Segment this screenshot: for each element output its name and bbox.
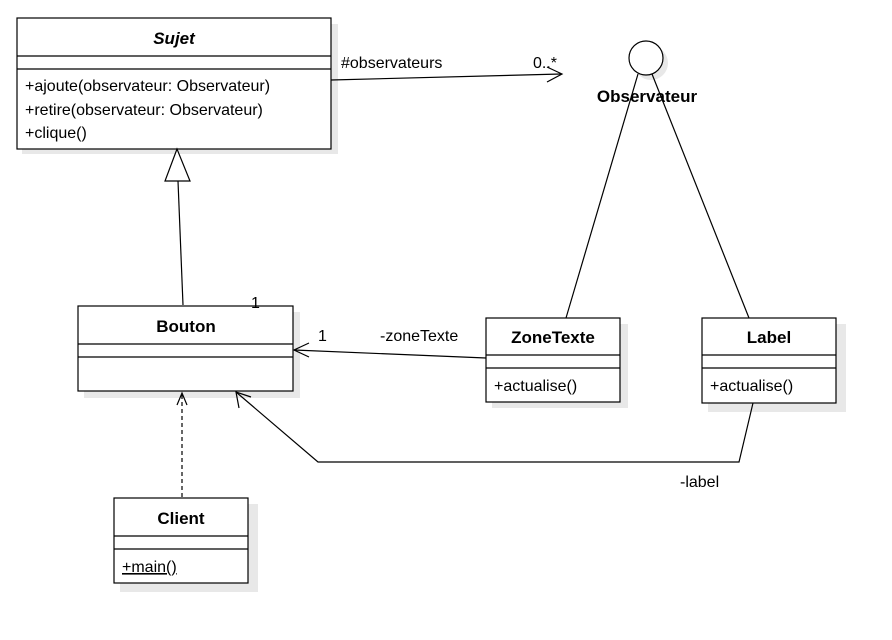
class-label[interactable]: Label +actualise() [701,317,837,404]
association-label-role: -label [680,474,719,491]
class-bouton-name: Bouton [156,317,215,336]
association-observateurs-multiplicity: 0..* [533,55,557,72]
association-observateurs [330,66,564,83]
class-client-method: +main() [122,559,177,576]
class-bouton[interactable]: Bouton [77,305,294,392]
interface-observateur[interactable]: Observateur [597,40,698,106]
class-sujet[interactable]: Sujet +ajoute(observateur: Observateur) … [16,17,332,150]
association-zonetexte-multiplicity: 1 [318,328,327,345]
association-zonetexte [292,342,487,359]
association-observateurs-role: #observateurs [341,55,442,72]
class-sujet-method: +ajoute(observateur: Observateur) [25,78,270,95]
class-sujet-method: +clique() [25,125,87,142]
class-label-method: +actualise() [710,378,793,395]
interface-observateur-name: Observateur [597,87,698,106]
generalization-bouton-sujet [164,147,191,306]
class-zonetexte-name: ZoneTexte [511,328,595,347]
class-zonetexte-method: +actualise() [494,378,577,395]
class-client[interactable]: Client +main() [113,497,249,584]
realization-lines [565,73,750,319]
class-client-name: Client [157,509,205,528]
interface-circle [628,40,664,76]
class-label-name: Label [747,328,791,347]
association-label-multiplicity: 1 [251,295,260,312]
class-zonetexte[interactable]: ZoneTexte +actualise() [485,317,621,403]
class-sujet-method: +retire(observateur: Observateur) [25,102,263,119]
association-label [235,391,754,463]
dependency-client-bouton [176,391,188,497]
class-sujet-name: Sujet [153,29,196,48]
association-zonetexte-role: -zoneTexte [380,328,458,345]
